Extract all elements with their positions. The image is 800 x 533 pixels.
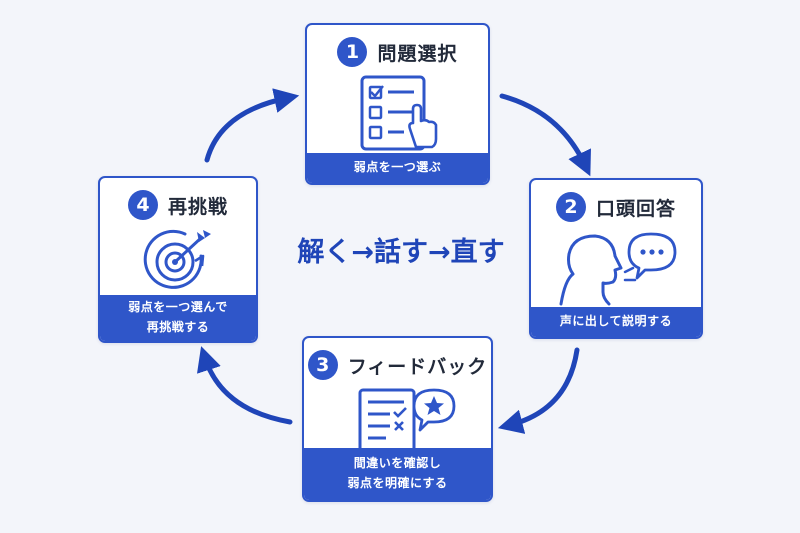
arrow-4-to-1 (204, 88, 300, 163)
center-slogan: 解く→話す→直す (297, 237, 505, 268)
step-number-badge: 2 (555, 192, 586, 222)
step-caption: 弱点を一つ選ぶ (307, 153, 488, 183)
arrow-2-to-3 (497, 347, 580, 434)
step-title: 再挑戦 (167, 195, 228, 218)
step-header: 2 口頭回答 (531, 180, 701, 230)
arrow-1-to-2 (499, 93, 591, 177)
step-caption-line: 再挑戦する (146, 320, 210, 334)
step-card-oral-answer: 2 口頭回答 声に出して説明する (529, 178, 703, 339)
step-title: 問題選択 (377, 42, 458, 65)
step-caption-line: 弱点を一つ選ぶ (353, 160, 442, 175)
step-caption-line: 弱点を明確にする (347, 476, 448, 490)
checklist-pointer-icon (307, 75, 488, 153)
speaking-head-icon (531, 230, 701, 306)
step-header: 4 再挑戦 (100, 178, 256, 228)
step-caption-line: 弱点を一つ選んで (128, 300, 228, 315)
step-number-badge: 4 (127, 190, 158, 220)
step-caption: 弱点を一つ選んで 再挑戦する (100, 295, 256, 341)
step-caption-line: 間違いを確認し (353, 456, 442, 471)
step-number-badge: 1 (337, 37, 368, 67)
feedback-document-icon (304, 388, 491, 458)
step-card-problem-select: 1 問題選択 弱点を一つ選ぶ (305, 23, 490, 185)
step-caption: 間違いを確認し 弱点を明確にする (304, 448, 491, 500)
step-caption: 声に出して説明する (531, 307, 701, 337)
arrow-3-to-4 (197, 346, 293, 425)
step-number-badge: 3 (307, 350, 338, 380)
step-card-retry: 4 再挑戦 弱点を一つ選んで 再挑戦する (98, 176, 258, 343)
step-title: 口頭回答 (595, 197, 676, 220)
step-card-feedback: 3 フィードバック 間違いを確認し 弱点を明確にする (302, 336, 493, 502)
step-caption-line: 声に出して説明する (559, 314, 673, 329)
step-title: フィードバック (347, 355, 488, 378)
target-retry-icon (100, 228, 256, 296)
step-header: 1 問題選択 (307, 25, 488, 75)
step-header: 3 フィードバック (304, 338, 491, 388)
